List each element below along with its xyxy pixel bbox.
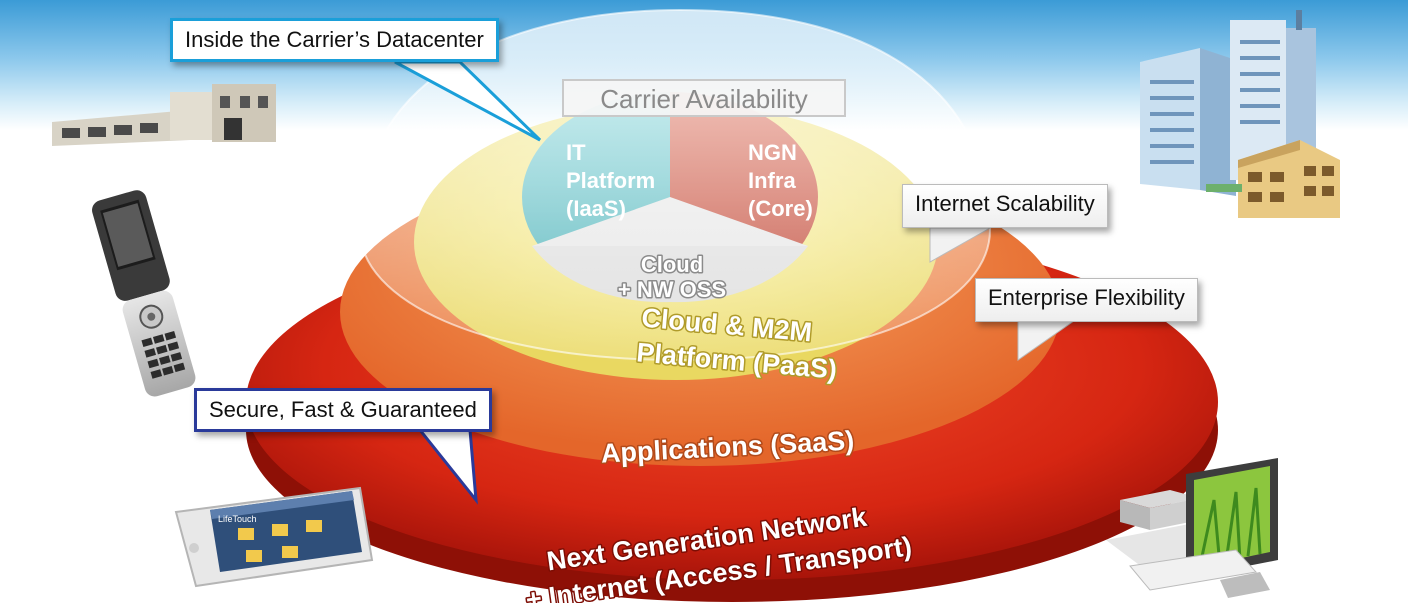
datacenter-callout-pointer xyxy=(394,60,542,142)
tablet-device-icon: LifeTouch xyxy=(174,486,374,588)
internet-callout-pointer xyxy=(929,227,992,263)
tablet-brand-label: LifeTouch xyxy=(218,514,257,524)
desktop-computer-icon xyxy=(1106,458,1278,598)
cloud-line-2: + NW OSS xyxy=(618,277,726,302)
it-line-2: Platform xyxy=(566,168,655,193)
ngn-line-1: NGN xyxy=(748,140,797,165)
mobile-phone-icon xyxy=(92,190,196,397)
cloud-line-1: Cloud xyxy=(641,252,703,277)
datacenter-building-icon xyxy=(52,84,276,146)
datacenter-callout: Inside the Carrier’s Datacenter xyxy=(170,18,499,62)
carrier-availability-label: Carrier Availability xyxy=(562,79,846,117)
ngn-line-2: Infra xyxy=(748,168,796,193)
secure-callout: Secure, Fast & Guaranteed xyxy=(194,388,492,432)
office-buildings-icon xyxy=(1140,10,1340,218)
internet-scalability-callout: Internet Scalability xyxy=(902,184,1108,228)
it-line-1: IT xyxy=(566,140,586,165)
enterprise-flexibility-callout: Enterprise Flexibility xyxy=(975,278,1198,322)
ngn-line-3: (Core) xyxy=(748,196,813,221)
it-line-3: (IaaS) xyxy=(566,196,626,221)
